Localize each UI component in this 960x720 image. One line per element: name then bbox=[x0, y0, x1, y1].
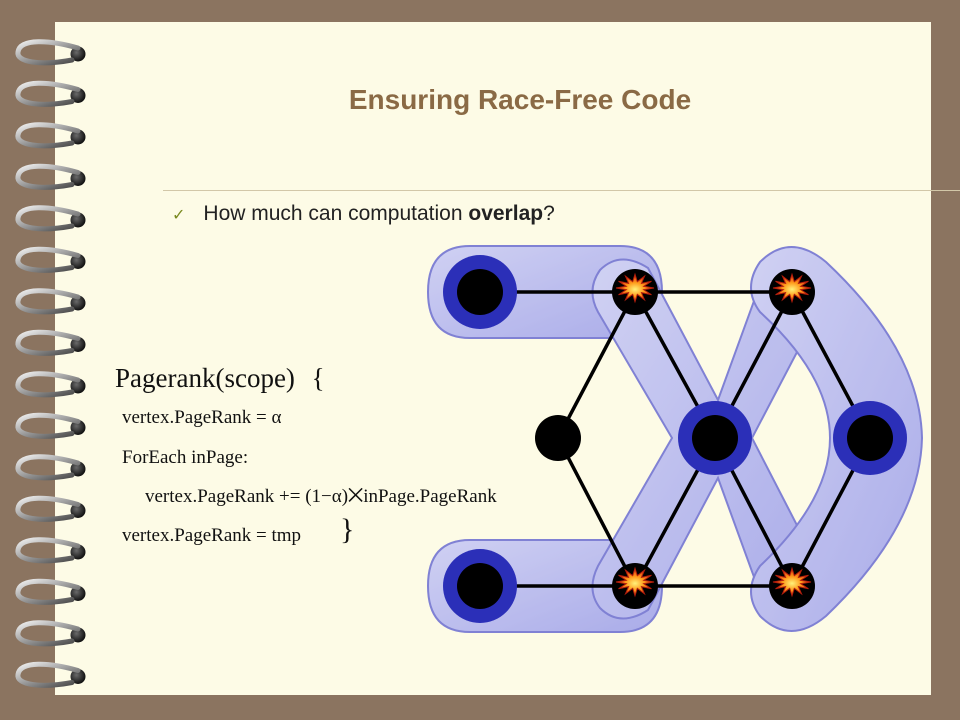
spiral-ring bbox=[15, 578, 81, 605]
binding-hole bbox=[70, 420, 86, 435]
spiral-ring bbox=[15, 454, 81, 481]
binding-hole bbox=[70, 46, 86, 62]
check-icon: ✓ bbox=[172, 207, 186, 224]
title-divider bbox=[163, 190, 960, 191]
function-signature: Pagerank(scope) bbox=[115, 363, 295, 393]
explosion-icon bbox=[615, 272, 655, 304]
binding-hole bbox=[70, 503, 86, 518]
explosion-icon bbox=[772, 272, 812, 304]
spiral-binding bbox=[15, 39, 86, 688]
binding-hole bbox=[70, 129, 86, 145]
code-header: Pagerank(scope) { bbox=[115, 363, 325, 394]
code-line-3: vertex.PageRank += (1−α)⨉inPage.PageRank bbox=[145, 486, 497, 507]
spiral-ring bbox=[15, 371, 81, 398]
slide-title: Ensuring Race-Free Code bbox=[348, 84, 692, 115]
binding-hole bbox=[70, 669, 86, 684]
spiral-ring bbox=[15, 412, 81, 439]
spiral-ring bbox=[15, 246, 81, 273]
spiral-ring bbox=[15, 163, 81, 190]
binding-hole bbox=[70, 212, 86, 228]
binding-hole bbox=[70, 171, 86, 186]
binding-hole bbox=[70, 295, 86, 311]
vertex-center bbox=[692, 415, 738, 461]
explosion-icon bbox=[772, 566, 812, 598]
spiral-ring bbox=[15, 537, 81, 564]
binding-hole bbox=[70, 544, 86, 560]
explosion-icon bbox=[615, 566, 655, 598]
spiral-ring bbox=[15, 620, 81, 647]
binding-hole bbox=[70, 586, 86, 601]
binding-hole bbox=[70, 88, 86, 103]
code-line-1: vertex.PageRank = α bbox=[122, 407, 282, 428]
spiral-ring bbox=[15, 329, 81, 356]
spiral-ring bbox=[15, 39, 81, 66]
binding-hole bbox=[70, 378, 86, 394]
vertex-right bbox=[847, 415, 893, 461]
spiral-ring bbox=[15, 205, 81, 232]
binding-hole bbox=[70, 461, 86, 477]
bullet-text: How much can computation bbox=[203, 202, 469, 225]
spiral-ring bbox=[15, 288, 81, 315]
bullet-bold-word: overlap bbox=[468, 202, 544, 225]
bullet-question-mark: ? bbox=[543, 202, 555, 225]
spiral-ring bbox=[15, 495, 81, 522]
binding-hole bbox=[70, 254, 86, 269]
vertex-bottom-left bbox=[457, 563, 503, 609]
close-brace: } bbox=[340, 513, 355, 546]
conflict-markers bbox=[615, 272, 812, 598]
vertex-top-left bbox=[457, 269, 503, 315]
open-brace: { bbox=[311, 363, 325, 393]
spiral-ring bbox=[15, 122, 81, 149]
code-line-4: vertex.PageRank = tmp bbox=[122, 525, 302, 546]
bullet-item: ✓ How much can computation overlap? bbox=[172, 202, 555, 226]
spiral-ring bbox=[15, 80, 81, 107]
vertex-middle-left bbox=[535, 415, 581, 461]
spiral-ring bbox=[15, 661, 81, 688]
binding-hole bbox=[70, 627, 86, 643]
code-line-2: ForEach inPage: bbox=[122, 447, 249, 468]
binding-hole bbox=[70, 337, 86, 352]
